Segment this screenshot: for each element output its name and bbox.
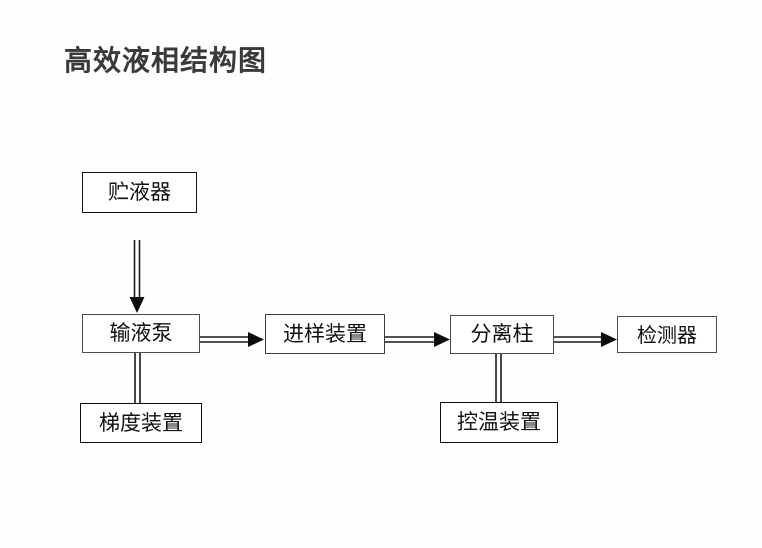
page-title: 高效液相结构图 <box>64 44 268 77</box>
edge-gradient-to-pump <box>134 353 141 403</box>
edge-temp-to-column <box>495 354 502 402</box>
node-temp[interactable]: 控温装置 <box>440 402 558 443</box>
node-column[interactable]: 分离柱 <box>450 315 554 354</box>
edge-injector-to-column <box>385 332 450 347</box>
node-injector-label: 进样装置 <box>283 321 367 346</box>
node-injector[interactable]: 进样装置 <box>265 314 385 354</box>
node-column-label: 分离柱 <box>470 322 534 346</box>
node-pump[interactable]: 输液泵 <box>82 314 200 353</box>
node-reservoir[interactable]: 贮液器 <box>82 172 197 213</box>
node-pump-label: 输液泵 <box>109 321 173 345</box>
node-gradient[interactable]: 梯度装置 <box>80 403 202 443</box>
edge-reservoir-to-pump <box>129 240 145 313</box>
node-temp-label: 控温装置 <box>457 410 541 434</box>
node-gradient-label: 梯度装置 <box>99 410 183 435</box>
node-detector[interactable]: 检测器 <box>617 316 717 353</box>
edge-pump-to-injector <box>200 332 264 347</box>
node-detector-label: 检测器 <box>637 322 697 347</box>
node-reservoir-label: 贮液器 <box>108 180 171 204</box>
edge-column-to-detector <box>554 332 617 347</box>
